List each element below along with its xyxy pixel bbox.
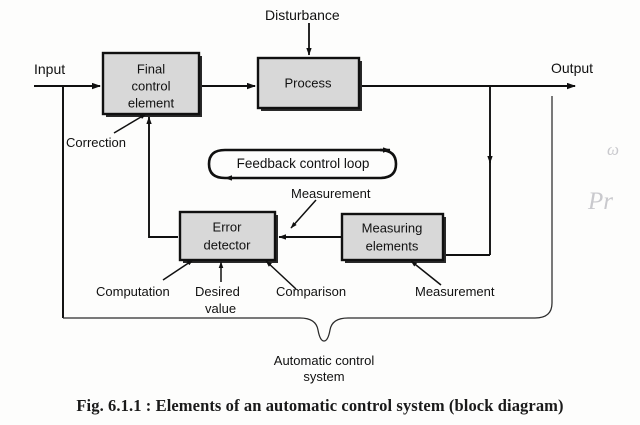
leader-measurement-bottom bbox=[410, 260, 442, 286]
block-process-label: Process bbox=[285, 75, 332, 90]
label-system-name-1: Automatic control bbox=[274, 353, 375, 368]
blocks: Final control element Process Error dete… bbox=[101, 51, 446, 263]
block-error-detector[interactable]: Error detector bbox=[178, 210, 278, 263]
block-measuring-elements[interactable]: Measuring elements bbox=[340, 212, 446, 263]
block-final-control-element-label-1: Final bbox=[137, 61, 165, 76]
loop-bottom-arc bbox=[224, 148, 398, 181]
label-measurement-bottom: Measurement bbox=[415, 284, 495, 299]
block-final-control-element-body bbox=[101, 51, 201, 116]
label-desired-value-1: Desired bbox=[195, 284, 240, 299]
block-process[interactable]: Process bbox=[256, 56, 362, 111]
label-correction: Correction bbox=[66, 135, 126, 150]
label-computation: Computation bbox=[96, 284, 170, 299]
label-disturbance: Disturbance bbox=[265, 7, 340, 23]
signal-paths bbox=[34, 23, 576, 318]
block-final-control-element[interactable]: Final control element bbox=[101, 51, 202, 117]
system-brace bbox=[63, 96, 553, 342]
block-final-control-element-label-2: control bbox=[131, 78, 170, 93]
leader-computation bbox=[162, 259, 194, 281]
block-process-body bbox=[256, 56, 361, 110]
text-labels: Input Output Disturbance Correction Meas… bbox=[34, 7, 593, 384]
block-measuring-elements-body bbox=[340, 212, 445, 262]
leader-correction bbox=[113, 113, 147, 134]
margin-pencil-mark-2: Pr bbox=[588, 188, 613, 215]
label-comparison: Comparison bbox=[276, 284, 346, 299]
block-measuring-elements-label-1: Measuring bbox=[362, 220, 423, 235]
path-error-detector-to-fce bbox=[146, 116, 178, 238]
annotation-leaders bbox=[113, 113, 442, 290]
block-error-detector-label-1: Error bbox=[213, 219, 243, 234]
label-desired-value-2: value bbox=[205, 301, 236, 316]
leader-measurement-top bbox=[290, 199, 317, 229]
label-measurement-top: Measurement bbox=[291, 186, 371, 201]
margin-pencil-mark-1: ω bbox=[607, 140, 620, 159]
leader-comparison bbox=[265, 260, 297, 290]
figure-caption: Fig. 6.1.1 : Elements of an automatic co… bbox=[76, 396, 564, 415]
label-input: Input bbox=[34, 61, 65, 77]
feedback-control-loop: Feedback control loop bbox=[207, 147, 398, 181]
block-error-detector-body bbox=[178, 210, 277, 262]
block-final-control-element-label-3: element bbox=[128, 95, 175, 110]
block-error-detector-label-2: detector bbox=[204, 237, 252, 252]
label-system-name-2: system bbox=[303, 369, 344, 384]
block-measuring-elements-label-2: elements bbox=[366, 238, 419, 253]
feedback-control-loop-label: Feedback control loop bbox=[237, 156, 370, 171]
loop-top-arc bbox=[207, 147, 391, 180]
brace-path bbox=[63, 96, 553, 342]
label-output: Output bbox=[551, 60, 593, 76]
